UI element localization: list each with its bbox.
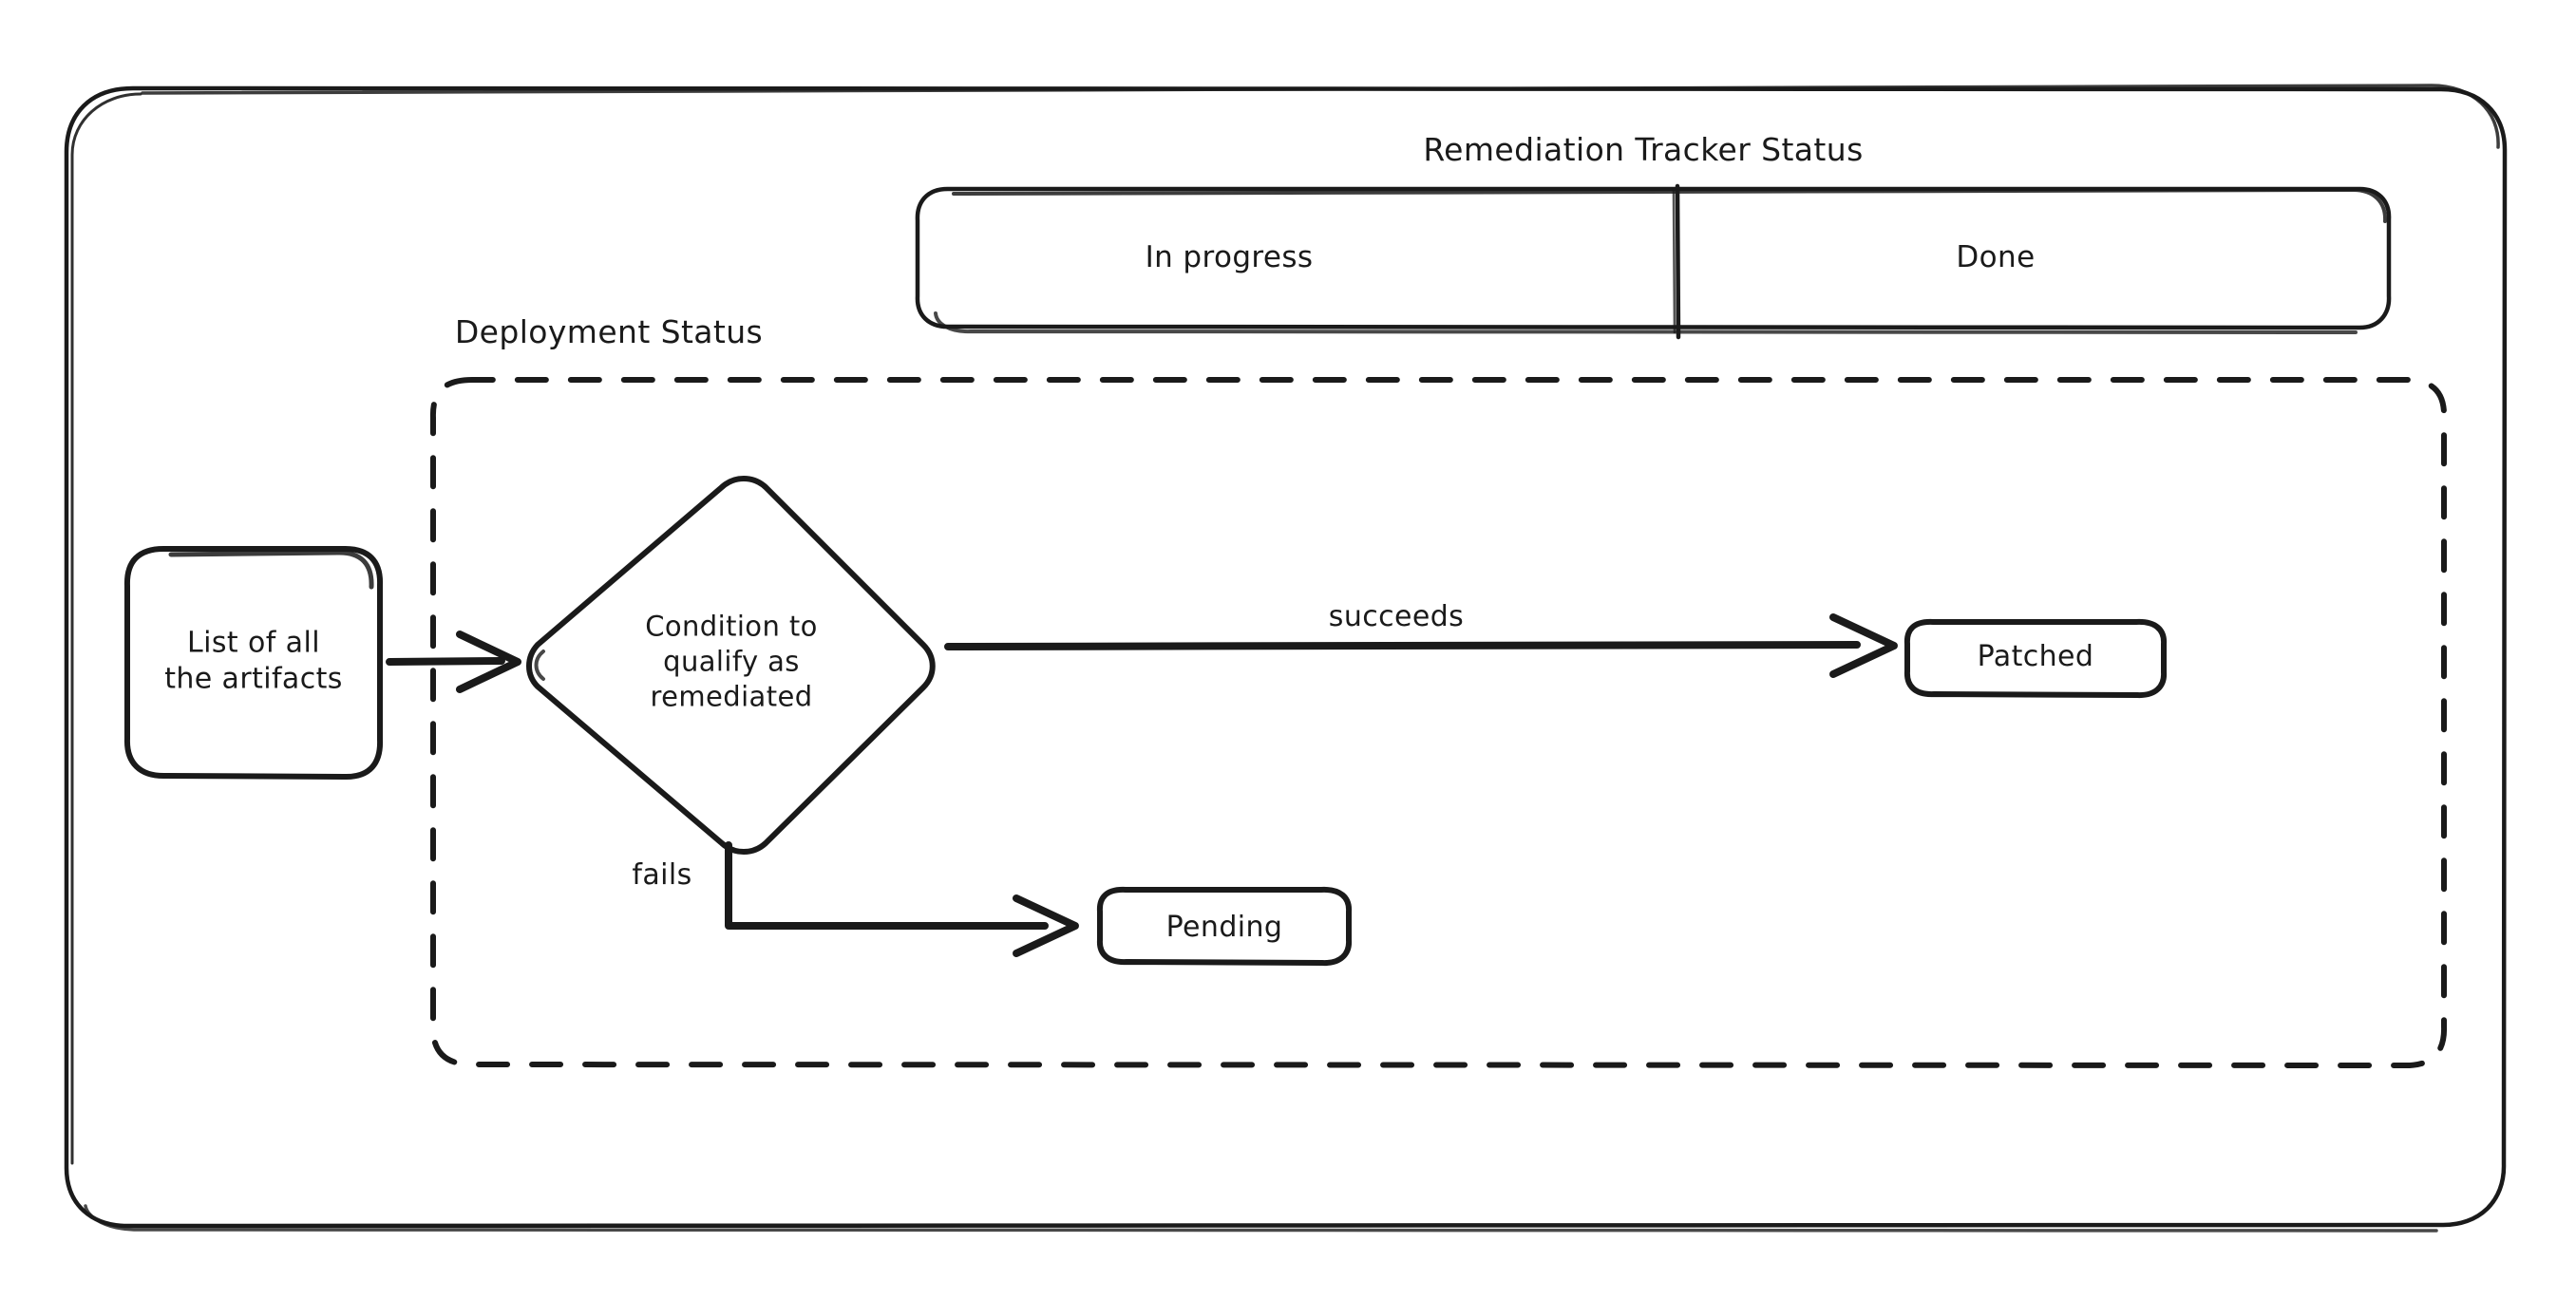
node-pending-shape bbox=[1096, 886, 1353, 967]
edge-condition-to-patched bbox=[944, 613, 1898, 678]
edge-artifacts-to-condition bbox=[386, 631, 521, 693]
edge-condition-to-pending bbox=[725, 841, 1079, 957]
node-condition-shape bbox=[526, 476, 936, 855]
outer-container bbox=[64, 84, 2508, 1233]
node-patched-shape bbox=[1904, 618, 2168, 699]
node-artifacts-shape bbox=[123, 545, 384, 781]
status-bar bbox=[915, 183, 2392, 340]
deployment-status-group-border bbox=[429, 376, 2448, 1069]
